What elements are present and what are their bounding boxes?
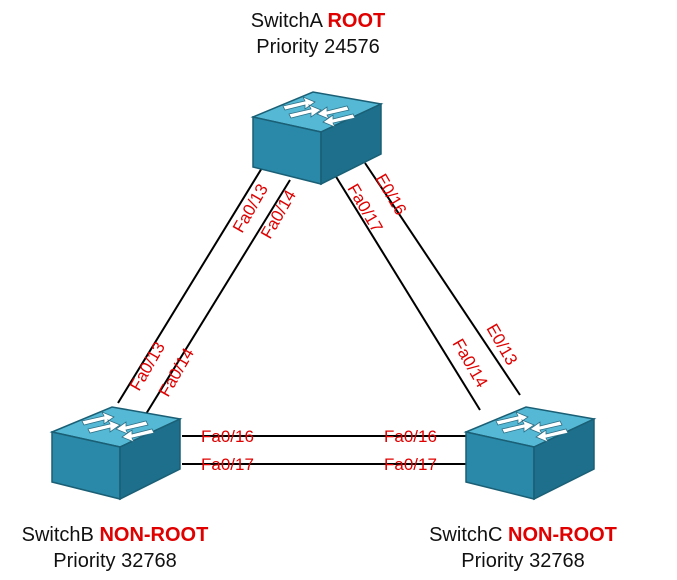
switch-a-role: ROOT xyxy=(327,10,386,32)
switch-c-title: SwitchC NON-ROOT xyxy=(413,522,633,548)
switch-a-priority: Priority 24576 xyxy=(256,36,380,58)
switch-b-title: SwitchB NON-ROOT xyxy=(5,522,225,548)
switch-b-label: SwitchB NON-ROOT Priority 32768 xyxy=(5,522,225,574)
links xyxy=(117,162,521,465)
port-c-fa016: Fa0/16 xyxy=(384,427,437,446)
switch-b-name: SwitchB xyxy=(21,524,94,546)
switch-c-label: SwitchC NON-ROOT Priority 32768 xyxy=(413,522,633,574)
switch-c-icon xyxy=(465,406,595,500)
link-a-c-e016 xyxy=(364,162,521,396)
port-c-e013: E0/13 xyxy=(483,321,522,369)
link-a-c-fa017 xyxy=(334,174,481,411)
link-a-b-fa014 xyxy=(145,179,291,415)
switch-b-role: NON-ROOT xyxy=(99,524,209,546)
port-b-fa016: Fa0/16 xyxy=(201,427,254,446)
switch-a-label: SwitchA ROOT Priority 24576 xyxy=(218,8,418,60)
port-b-fa017: Fa0/17 xyxy=(201,455,254,474)
switch-c-name: SwitchC xyxy=(429,524,503,546)
switch-a-name: SwitchA xyxy=(250,10,322,32)
switch-b-priority: Priority 32768 xyxy=(53,550,177,572)
link-a-b-fa013 xyxy=(117,162,266,404)
switch-a-icon xyxy=(252,91,382,185)
port-c-fa017: Fa0/17 xyxy=(384,455,437,474)
switch-c-role: NON-ROOT xyxy=(508,524,617,546)
switch-a-title: SwitchA ROOT xyxy=(218,8,418,34)
switch-b-icon xyxy=(51,406,181,500)
switch-c-priority: Priority 32768 xyxy=(461,550,585,572)
